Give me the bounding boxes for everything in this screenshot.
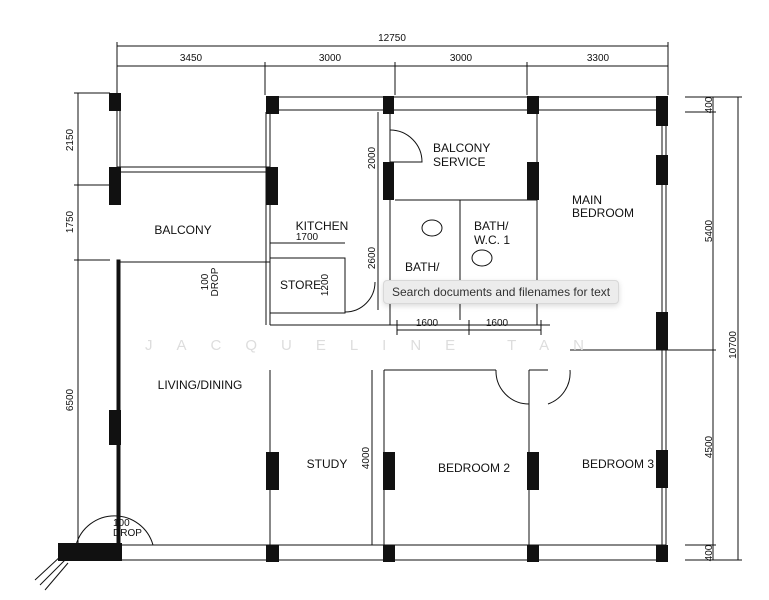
drop-label-balcony: DROP (210, 267, 221, 296)
room-label-bath2: BATH/ (405, 260, 440, 274)
dim-top-1: 3450 (180, 53, 203, 64)
room-label-main-bedroom-1: MAIN (572, 193, 602, 207)
dim-top-3: 3000 (450, 53, 473, 64)
dim-total-width: 12750 (378, 33, 406, 44)
room-label-main-bedroom-2: BEDROOM (572, 206, 634, 220)
dim-bath-1: 1600 (416, 318, 439, 329)
room-label-bedroom-3: BEDROOM 3 (582, 457, 654, 471)
drop-value-entrance: 100 (113, 518, 130, 529)
dim-left-2: 1750 (65, 210, 76, 233)
dim-study-height: 4000 (361, 446, 372, 469)
drop-label-entrance: DROP (113, 528, 142, 539)
room-label-study: STUDY (307, 457, 348, 471)
room-label-balcony: BALCONY (154, 223, 211, 237)
dim-right-total: 10700 (728, 331, 739, 359)
columns (58, 93, 668, 562)
room-label-kitchen: KITCHEN (296, 219, 349, 233)
room-label-living-dining: LIVING/DINING (158, 378, 243, 392)
dim-bath-2: 1600 (486, 318, 509, 329)
dim-left-1: 2150 (65, 128, 76, 151)
dim-right-4: 400 (704, 544, 715, 561)
room-label-bath1-2: W.C. 1 (474, 233, 510, 247)
dim-service-height: 2000 (367, 146, 378, 169)
dim-store-height: 1200 (320, 273, 331, 296)
room-label-bedroom-2: BEDROOM 2 (438, 461, 510, 475)
dim-right-3: 4500 (704, 435, 715, 458)
dim-right-1: 400 (704, 96, 715, 113)
dim-left-3: 6500 (65, 388, 76, 411)
dim-top-2: 3000 (319, 53, 342, 64)
dim-top-4: 3300 (587, 53, 610, 64)
room-label-balcony-service-1: BALCONY (433, 141, 490, 155)
search-tooltip: Search documents and filenames for text (383, 280, 620, 304)
room-label-balcony-service-2: SERVICE (433, 155, 485, 169)
watermark: JACQUELINE TAN (145, 337, 608, 354)
dim-kitchen-height: 2600 (367, 246, 378, 269)
dim-right-2: 5400 (704, 219, 715, 242)
dim-kitchen-width: 1700 (296, 232, 319, 243)
drop-value-balcony: 100 (200, 273, 211, 290)
room-label-bath1-1: BATH/ (474, 219, 509, 233)
room-label-store: STORE (280, 278, 321, 292)
